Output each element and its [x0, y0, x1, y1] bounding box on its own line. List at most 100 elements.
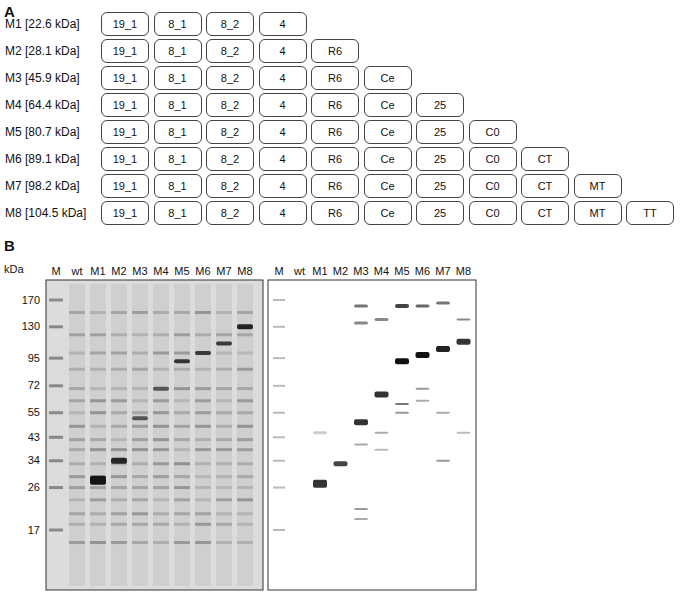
blot-band [416, 388, 430, 390]
domain-box: 19_1 [101, 93, 149, 117]
blot-band [395, 403, 409, 405]
protein-band [90, 425, 106, 428]
marker-size: 43 [28, 432, 40, 443]
domain-name: 4 [279, 126, 285, 138]
domain-name: 25 [434, 126, 446, 138]
domain-box: 8_1 [154, 93, 202, 117]
lane-label: M [51, 266, 60, 277]
domain-name: 8_2 [221, 45, 239, 57]
protein-band [90, 486, 106, 489]
blot-band [375, 392, 389, 398]
protein-band [195, 425, 211, 428]
protein-band [174, 368, 190, 371]
domain-name: C0 [485, 153, 499, 165]
gel-background [46, 280, 263, 590]
protein-band [237, 352, 253, 355]
protein-band [153, 438, 169, 441]
domain-box: 19_1 [101, 66, 149, 90]
protein-band [237, 475, 253, 478]
blot-band [416, 352, 430, 358]
domain-name: 8_2 [221, 126, 239, 138]
protein-band [153, 448, 169, 451]
domain-box: 8_2 [206, 174, 254, 198]
domain-box: Ce [364, 147, 412, 171]
protein-band [90, 462, 106, 465]
blot-band [395, 412, 409, 414]
marker-size: 26 [28, 482, 40, 493]
protein-band [132, 411, 148, 414]
protein-band [69, 462, 85, 465]
domain-box: 8_1 [154, 201, 202, 225]
protein-band [237, 387, 253, 390]
lane-label: M4 [153, 266, 168, 277]
domain-box: 4 [259, 201, 307, 225]
lane-label: M1 [312, 266, 327, 277]
lane-label: M8 [237, 266, 252, 277]
marker-band [49, 529, 63, 532]
protein-band [153, 425, 169, 428]
blot-band [354, 419, 368, 425]
protein-band [237, 368, 253, 371]
protein-band [153, 399, 169, 402]
domain-name: 8_2 [221, 99, 239, 111]
marker-size: 17 [28, 525, 40, 536]
lane-smear [174, 284, 190, 586]
marker-band [273, 460, 285, 462]
domain-box: Ce [364, 93, 412, 117]
blot-band [375, 318, 389, 321]
protein-band [174, 498, 190, 501]
protein-band [132, 448, 148, 451]
protein-band [195, 368, 211, 371]
protein-band [90, 387, 106, 390]
domain-box: 4 [259, 120, 307, 144]
protein-band [195, 462, 211, 465]
domain-name: 8_1 [168, 45, 186, 57]
protein-band [153, 387, 169, 390]
marker-band [49, 486, 63, 489]
protein-band [237, 333, 253, 336]
domain-box: 19_1 [101, 174, 149, 198]
protein-band [132, 368, 148, 371]
blot-band [395, 304, 409, 308]
domain-box: 8_2 [206, 120, 254, 144]
domain-name: 19_1 [113, 99, 137, 111]
lane-label: M2 [111, 266, 126, 277]
protein-band [153, 311, 169, 314]
protein-band [216, 512, 232, 515]
domain-name: 4 [279, 153, 285, 165]
domain-box: 25 [416, 93, 464, 117]
domain-name: R6 [328, 207, 342, 219]
domain-box: 19_1 [101, 201, 149, 225]
domain-box: Ce [364, 201, 412, 225]
protein-band [195, 399, 211, 402]
domain-name: 19_1 [113, 126, 137, 138]
protein-band [216, 333, 232, 336]
protein-band [174, 425, 190, 428]
blot-band [436, 460, 450, 462]
protein-band [69, 352, 85, 355]
protein-band [90, 512, 106, 515]
blot-band [354, 322, 368, 325]
marker-band [273, 412, 285, 414]
domain-box: 4 [259, 93, 307, 117]
protein-band [90, 438, 106, 441]
blot-band [354, 444, 368, 446]
protein-band [216, 368, 232, 371]
domain-box: Ce [364, 120, 412, 144]
marker-band [49, 357, 63, 360]
domain-name: Ce [380, 153, 394, 165]
lane-label: M1 [90, 266, 105, 277]
domain-box: 8_1 [154, 147, 202, 171]
lane-smear [90, 284, 106, 586]
lane-smear [153, 284, 169, 586]
domain-name: 19_1 [113, 45, 137, 57]
domain-name: 8_1 [168, 153, 186, 165]
protein-band [174, 486, 190, 489]
construct-label: M6 [89.1 kDa] [5, 153, 80, 165]
domain-box: CT [521, 174, 569, 198]
lane-label: M4 [374, 266, 389, 277]
blot-background [268, 280, 476, 590]
lane-label: M5 [394, 266, 409, 277]
domain-name: 4 [279, 207, 285, 219]
protein-band [153, 368, 169, 371]
